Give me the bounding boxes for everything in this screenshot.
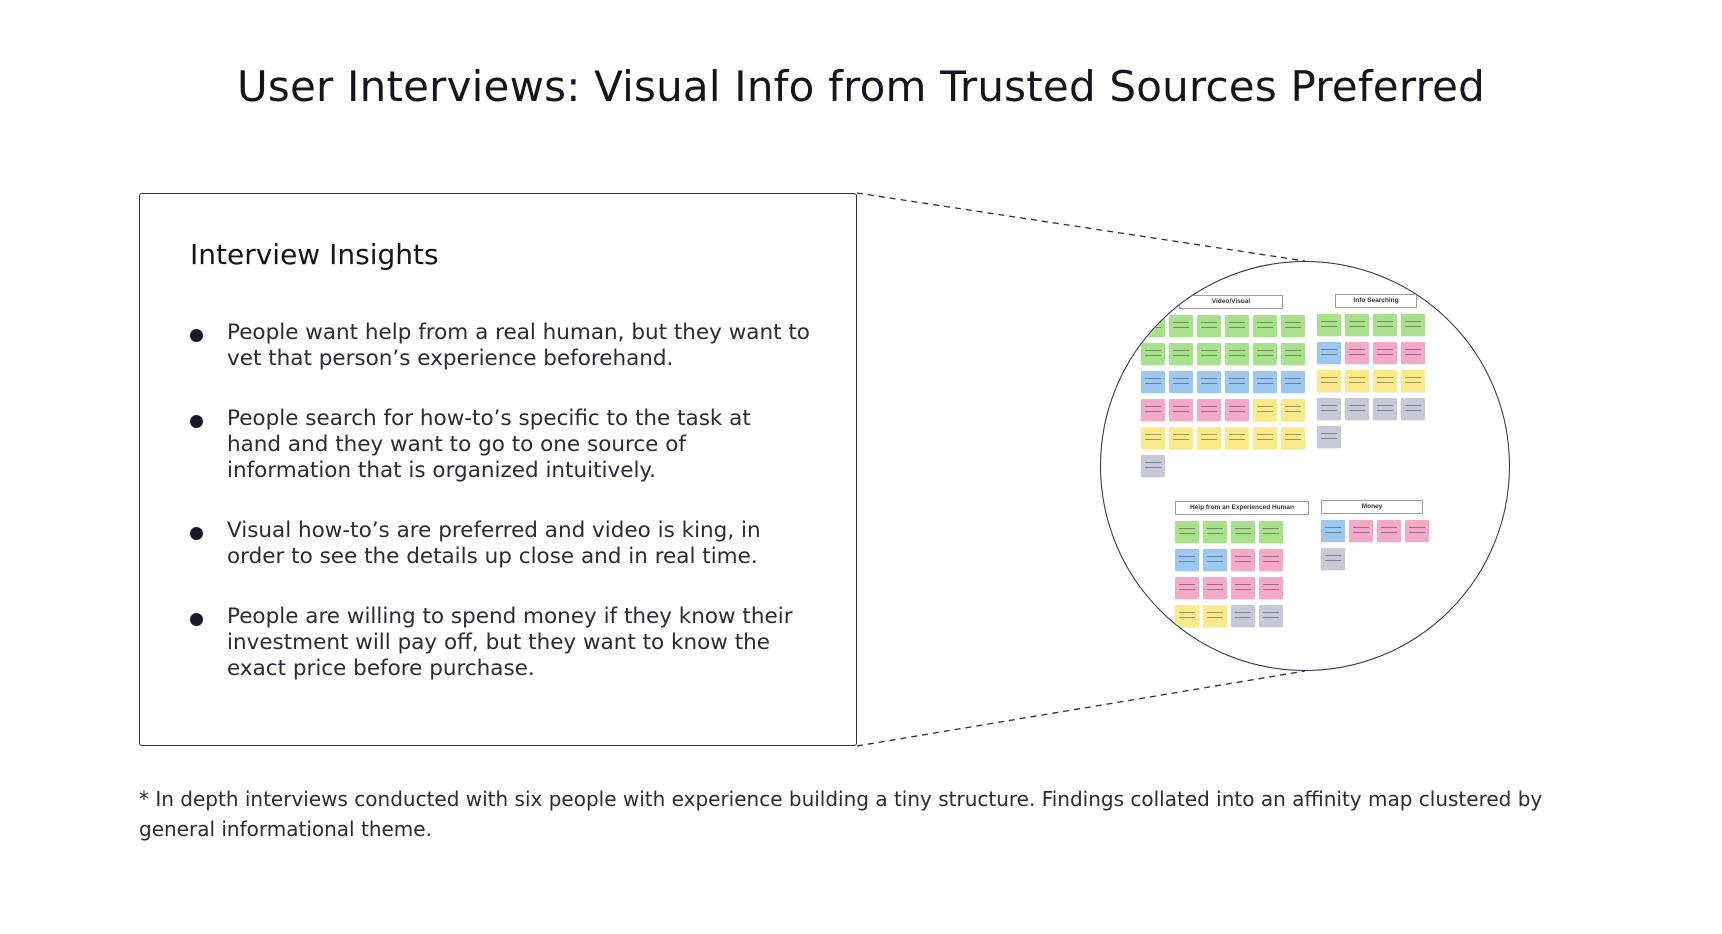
sticky-note xyxy=(1259,605,1283,627)
sticky-note xyxy=(1321,520,1345,542)
sticky-note xyxy=(1317,398,1341,420)
sticky-note xyxy=(1169,427,1193,449)
sticky-note xyxy=(1141,399,1165,421)
sticky-note xyxy=(1349,520,1373,542)
sticky-note xyxy=(1377,520,1401,542)
insight-text: Visual how-to’s are preferred and video … xyxy=(227,518,761,569)
sticky-note xyxy=(1321,548,1345,570)
sticky-note xyxy=(1141,455,1165,477)
sticky-note xyxy=(1373,398,1397,420)
sticky-note xyxy=(1141,427,1165,449)
sticky-note xyxy=(1405,520,1429,542)
sticky-note xyxy=(1169,343,1193,365)
sticky-note xyxy=(1345,314,1369,336)
sticky-note xyxy=(1141,371,1165,393)
sticky-note xyxy=(1141,315,1165,337)
cluster-header: Help from an Experienced Human xyxy=(1175,501,1309,515)
sticky-note xyxy=(1281,315,1305,337)
bullet-dot-icon xyxy=(190,527,203,540)
insight-item: People want help from a real human, but … xyxy=(190,320,810,372)
insight-text: People are willing to spend money if the… xyxy=(227,604,793,681)
sticky-note xyxy=(1141,343,1165,365)
sticky-note xyxy=(1225,399,1249,421)
sticky-note xyxy=(1253,343,1277,365)
sticky-note xyxy=(1175,549,1199,571)
sticky-note xyxy=(1225,315,1249,337)
sticky-note xyxy=(1197,343,1221,365)
cluster-header: Video/Visual xyxy=(1179,295,1283,309)
sticky-note xyxy=(1317,426,1341,448)
sticky-note xyxy=(1225,343,1249,365)
sticky-note xyxy=(1169,371,1193,393)
sticky-note xyxy=(1345,342,1369,364)
sticky-note xyxy=(1281,371,1305,393)
bullet-dot-icon xyxy=(190,613,203,626)
sticky-note xyxy=(1281,343,1305,365)
insights-heading: Interview Insights xyxy=(190,238,439,271)
sticky-note xyxy=(1317,342,1341,364)
sticky-note xyxy=(1259,549,1283,571)
insight-text: People search for how-to’s specific to t… xyxy=(227,406,751,483)
sticky-note xyxy=(1281,399,1305,421)
sticky-note xyxy=(1175,577,1199,599)
sticky-note xyxy=(1253,315,1277,337)
insights-list: People want help from a real human, but … xyxy=(190,320,810,716)
sticky-note xyxy=(1373,370,1397,392)
sticky-note xyxy=(1197,371,1221,393)
bullet-dot-icon xyxy=(190,329,203,342)
sticky-note xyxy=(1197,427,1221,449)
sticky-note xyxy=(1197,315,1221,337)
sticky-note xyxy=(1259,521,1283,543)
sticky-note xyxy=(1401,398,1425,420)
sticky-note xyxy=(1253,427,1277,449)
sticky-note xyxy=(1253,371,1277,393)
sticky-note xyxy=(1401,342,1425,364)
sticky-note xyxy=(1281,427,1305,449)
insight-text: People want help from a real human, but … xyxy=(227,320,810,371)
zoom-line-bottom xyxy=(856,670,1306,747)
cluster-header: Money xyxy=(1321,500,1423,514)
zoom-line-top xyxy=(856,192,1306,262)
sticky-note xyxy=(1373,342,1397,364)
sticky-note xyxy=(1401,314,1425,336)
page-title: User Interviews: Visual Info from Truste… xyxy=(236,62,1486,111)
sticky-note xyxy=(1175,605,1199,627)
sticky-note xyxy=(1259,577,1283,599)
sticky-note xyxy=(1203,521,1227,543)
insight-item: Visual how-to’s are preferred and video … xyxy=(190,518,810,570)
sticky-note xyxy=(1169,399,1193,421)
sticky-note xyxy=(1225,371,1249,393)
sticky-note xyxy=(1203,577,1227,599)
sticky-note xyxy=(1175,521,1199,543)
sticky-note xyxy=(1225,427,1249,449)
sticky-note xyxy=(1203,605,1227,627)
affinity-map-lens: Video/Visual Info Searching Help from an… xyxy=(1100,261,1510,671)
sticky-note xyxy=(1169,315,1193,337)
insight-item: People search for how-to’s specific to t… xyxy=(190,406,810,484)
interview-insights-card: Interview Insights People want help from… xyxy=(139,193,857,746)
sticky-note xyxy=(1373,314,1397,336)
methodology-footnote: * In depth interviews conducted with six… xyxy=(139,787,1543,841)
sticky-note xyxy=(1253,399,1277,421)
sticky-note xyxy=(1317,370,1341,392)
sticky-note xyxy=(1231,577,1255,599)
sticky-note xyxy=(1197,399,1221,421)
sticky-note xyxy=(1231,549,1255,571)
sticky-note xyxy=(1317,314,1341,336)
bullet-dot-icon xyxy=(190,415,203,428)
cluster-header: Info Searching xyxy=(1335,294,1417,308)
sticky-note xyxy=(1345,370,1369,392)
insight-item: People are willing to spend money if the… xyxy=(190,604,810,682)
sticky-note xyxy=(1203,549,1227,571)
sticky-note xyxy=(1401,370,1425,392)
sticky-note xyxy=(1231,605,1255,627)
sticky-note xyxy=(1231,521,1255,543)
sticky-note xyxy=(1345,398,1369,420)
